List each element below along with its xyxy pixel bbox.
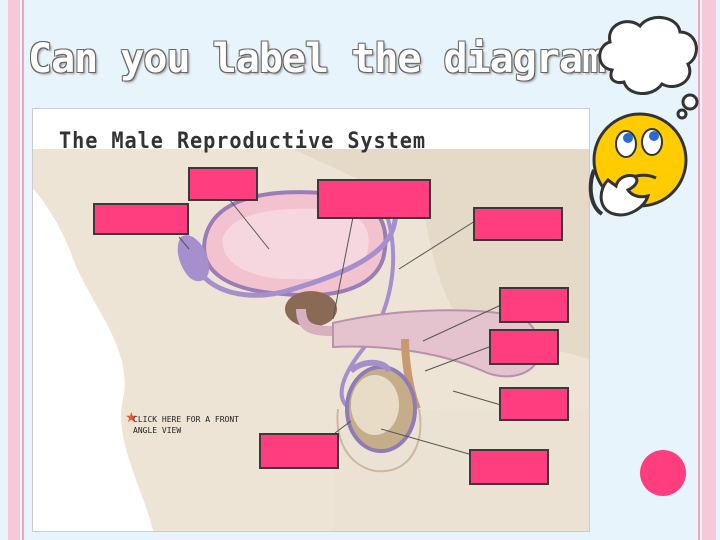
label-box-8[interactable] <box>259 433 339 469</box>
prostate <box>285 291 337 327</box>
background-area <box>33 189 153 531</box>
label-box-7[interactable] <box>499 387 569 421</box>
label-box-1[interactable] <box>188 167 258 201</box>
hand <box>599 174 651 217</box>
slide-title: Can you label the diagram? <box>28 36 629 82</box>
thought-cloud <box>598 16 699 120</box>
label-box-2[interactable] <box>317 179 431 219</box>
star-icon: ★ <box>125 410 138 426</box>
left-border-line <box>22 0 24 540</box>
diagram-image: The Male Reproductive System ★ Click her… <box>32 108 590 532</box>
label-box-5[interactable] <box>499 287 569 323</box>
anatomy-illustration <box>33 149 589 531</box>
pink-circle-icon[interactable] <box>640 450 686 496</box>
epididymis <box>348 359 392 374</box>
arm <box>588 169 604 216</box>
left-border-band <box>8 0 20 540</box>
label-box-9[interactable] <box>469 449 549 485</box>
leader-lines <box>178 198 502 455</box>
label-box-4[interactable] <box>473 207 563 241</box>
thinking-face-icon <box>588 16 699 217</box>
right-border-line <box>698 0 700 540</box>
right-border-band <box>702 0 716 540</box>
right-pupil <box>649 131 659 141</box>
label-box-6[interactable] <box>489 329 559 365</box>
testis-highlight <box>351 375 399 435</box>
seminal-vesicle <box>177 235 209 282</box>
bladder-inner <box>222 208 369 280</box>
left-pupil <box>623 133 633 143</box>
front-view-link[interactable]: Click here for a front angle view <box>133 415 239 435</box>
scrotum <box>336 408 422 473</box>
label-box-3[interactable] <box>93 203 189 235</box>
diagram-heading: The Male Reproductive System <box>59 129 426 154</box>
